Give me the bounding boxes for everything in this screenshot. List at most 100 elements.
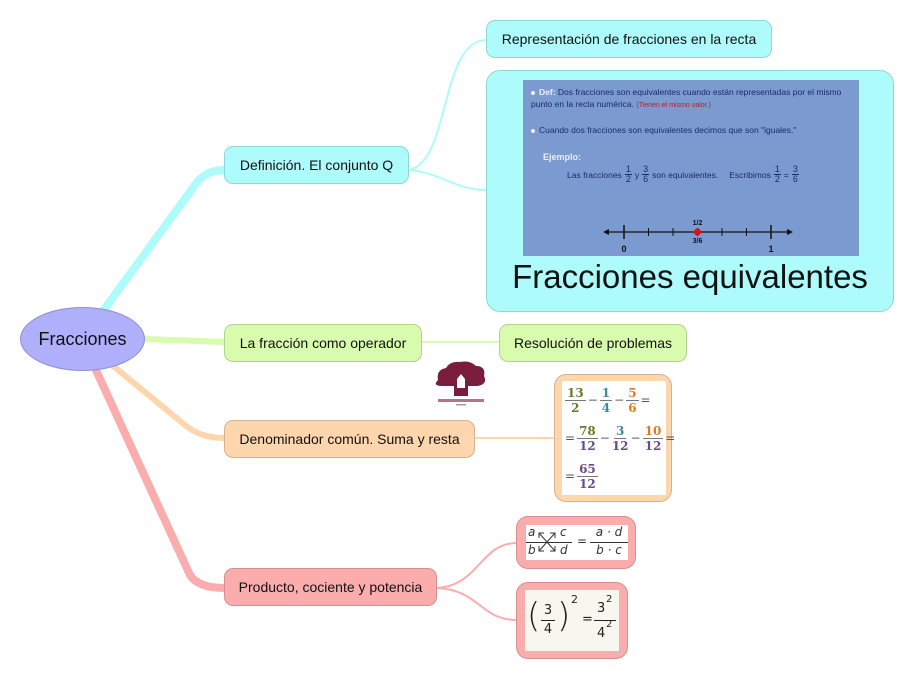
paren-left: (	[527, 596, 541, 636]
ejemplo-text1: Las fracciones	[567, 169, 622, 180]
frac-num: 1	[624, 164, 632, 175]
fraction-numerator: 10	[642, 423, 664, 439]
node-equivalentes-title: Fracciones equivalentes	[512, 258, 868, 295]
var-a: a	[528, 525, 536, 539]
formula1-numerator: a · d	[595, 525, 623, 539]
number-line: 1/2 3/6 0 1	[603, 220, 793, 254]
node-producto-label: Producto, cociente y potencia	[238, 579, 423, 595]
ejemplo-text3: Escribimos	[729, 169, 771, 180]
fraction-denominator: 6	[628, 400, 637, 415]
fraction-numerator: 1	[599, 385, 613, 401]
slide-def-bullet: Def: Dos fracciones son equivalentes cua…	[531, 86, 856, 112]
slide-ejemplo-label: Ejemplo:	[543, 152, 582, 162]
ejemplo-y: y	[634, 169, 640, 180]
link-root-producto	[91, 364, 229, 592]
frac-num: 3	[791, 164, 799, 175]
number-line-top-label: 1/2	[693, 220, 703, 227]
result-num: 3	[597, 601, 606, 616]
fraction-denominator: 2	[571, 400, 580, 415]
node-definicion[interactable]: Definición. El conjunto Q	[224, 146, 409, 184]
link-definicion-representacion	[407, 39, 487, 171]
cross-multiplication-formula: a b c d = a · d b · c	[526, 525, 628, 560]
node-representacion[interactable]: Representación de fracciones en la recta	[486, 20, 772, 58]
school-logo	[435, 361, 486, 406]
math-operator: =	[665, 431, 676, 445]
result-num-exp: 2	[606, 594, 613, 605]
eq-sign: =	[577, 534, 588, 548]
var-b: b	[528, 543, 536, 557]
fraction-denominator: 12	[579, 438, 596, 453]
link-root-denominador	[109, 362, 228, 441]
link-producto-formula1	[436, 542, 518, 589]
node-producto[interactable]: Producto, cociente y potencia	[224, 568, 437, 606]
fraction-numerator: 5	[626, 385, 639, 401]
math-operator: −	[599, 431, 610, 445]
node-representacion-label: Representación de fracciones en la recta	[501, 31, 757, 47]
math-operator: =	[640, 393, 651, 407]
math-operator: −	[614, 393, 625, 407]
slide-second-bullet: Cuando dos fracciones son equivalentes d…	[531, 125, 796, 135]
link-producto-formula2	[436, 587, 518, 621]
number-line-point	[694, 228, 701, 236]
arrow-right-icon	[787, 229, 793, 235]
bullet-icon	[531, 128, 535, 133]
fraction-denominator: 12	[611, 438, 629, 453]
equivalentes-slide-image: Def: Dos fracciones son equivalentes cua…	[523, 80, 859, 256]
node-operador-label: La fracción como operador	[239, 335, 407, 351]
frac-num: 3	[642, 164, 650, 175]
power-base-num: 3	[543, 603, 553, 618]
node-problemas[interactable]: Resolución de problemas	[499, 324, 687, 362]
result-den-exp: 2	[606, 619, 613, 630]
node-denominador[interactable]: Denominador común. Suma y resta	[224, 420, 475, 458]
math-operator: −	[587, 393, 598, 407]
link-root-operador	[144, 336, 226, 345]
node-denominador-label: Denominador común. Suma y resta	[239, 431, 460, 447]
arrow-left-icon	[603, 229, 609, 235]
math-operator: =	[565, 431, 576, 445]
link-root-definicion	[96, 166, 229, 319]
slide-def-note: (Tienen el mismo valor.)	[636, 102, 711, 109]
fraction-denominator: 4	[601, 400, 611, 415]
slide-def-text: Dos fracciones son equivalentes cuando e…	[531, 87, 842, 109]
number-line-bottom-label: 3/6	[693, 238, 703, 245]
node-definicion-label: Definición. El conjunto Q	[239, 157, 394, 173]
eq-sign: =	[582, 612, 593, 627]
slide-def-label: Def:	[539, 87, 556, 97]
bullet-icon	[531, 90, 535, 95]
eq-sign: =	[783, 169, 789, 180]
fraction-numerator: 13	[565, 385, 586, 401]
frac-den: 6	[792, 174, 798, 184]
power-formula: ( 3 4 ) 2 = 3 2 4 2	[525, 590, 619, 651]
frac-den: 2	[774, 174, 780, 184]
fraction-denominator: 12	[579, 476, 596, 491]
var-d: d	[560, 543, 568, 557]
node-operador[interactable]: La fracción como operador	[224, 324, 422, 362]
frac-num: 1	[773, 164, 781, 175]
fraction-numerator: 3	[614, 423, 627, 439]
central-node[interactable]: Fracciones	[20, 307, 145, 371]
frac-den: 2	[625, 174, 631, 184]
power-base-den: 4	[543, 622, 553, 637]
power-exponent: 2	[571, 593, 578, 606]
central-node-label: Fracciones	[38, 328, 127, 349]
number-line-end: 1	[768, 244, 773, 254]
node-problemas-label: Resolución de problemas	[514, 335, 672, 351]
frac-den: 6	[643, 174, 649, 184]
fraction-numerator: 65	[577, 461, 598, 477]
link-definicion-equivalentes	[407, 169, 487, 191]
